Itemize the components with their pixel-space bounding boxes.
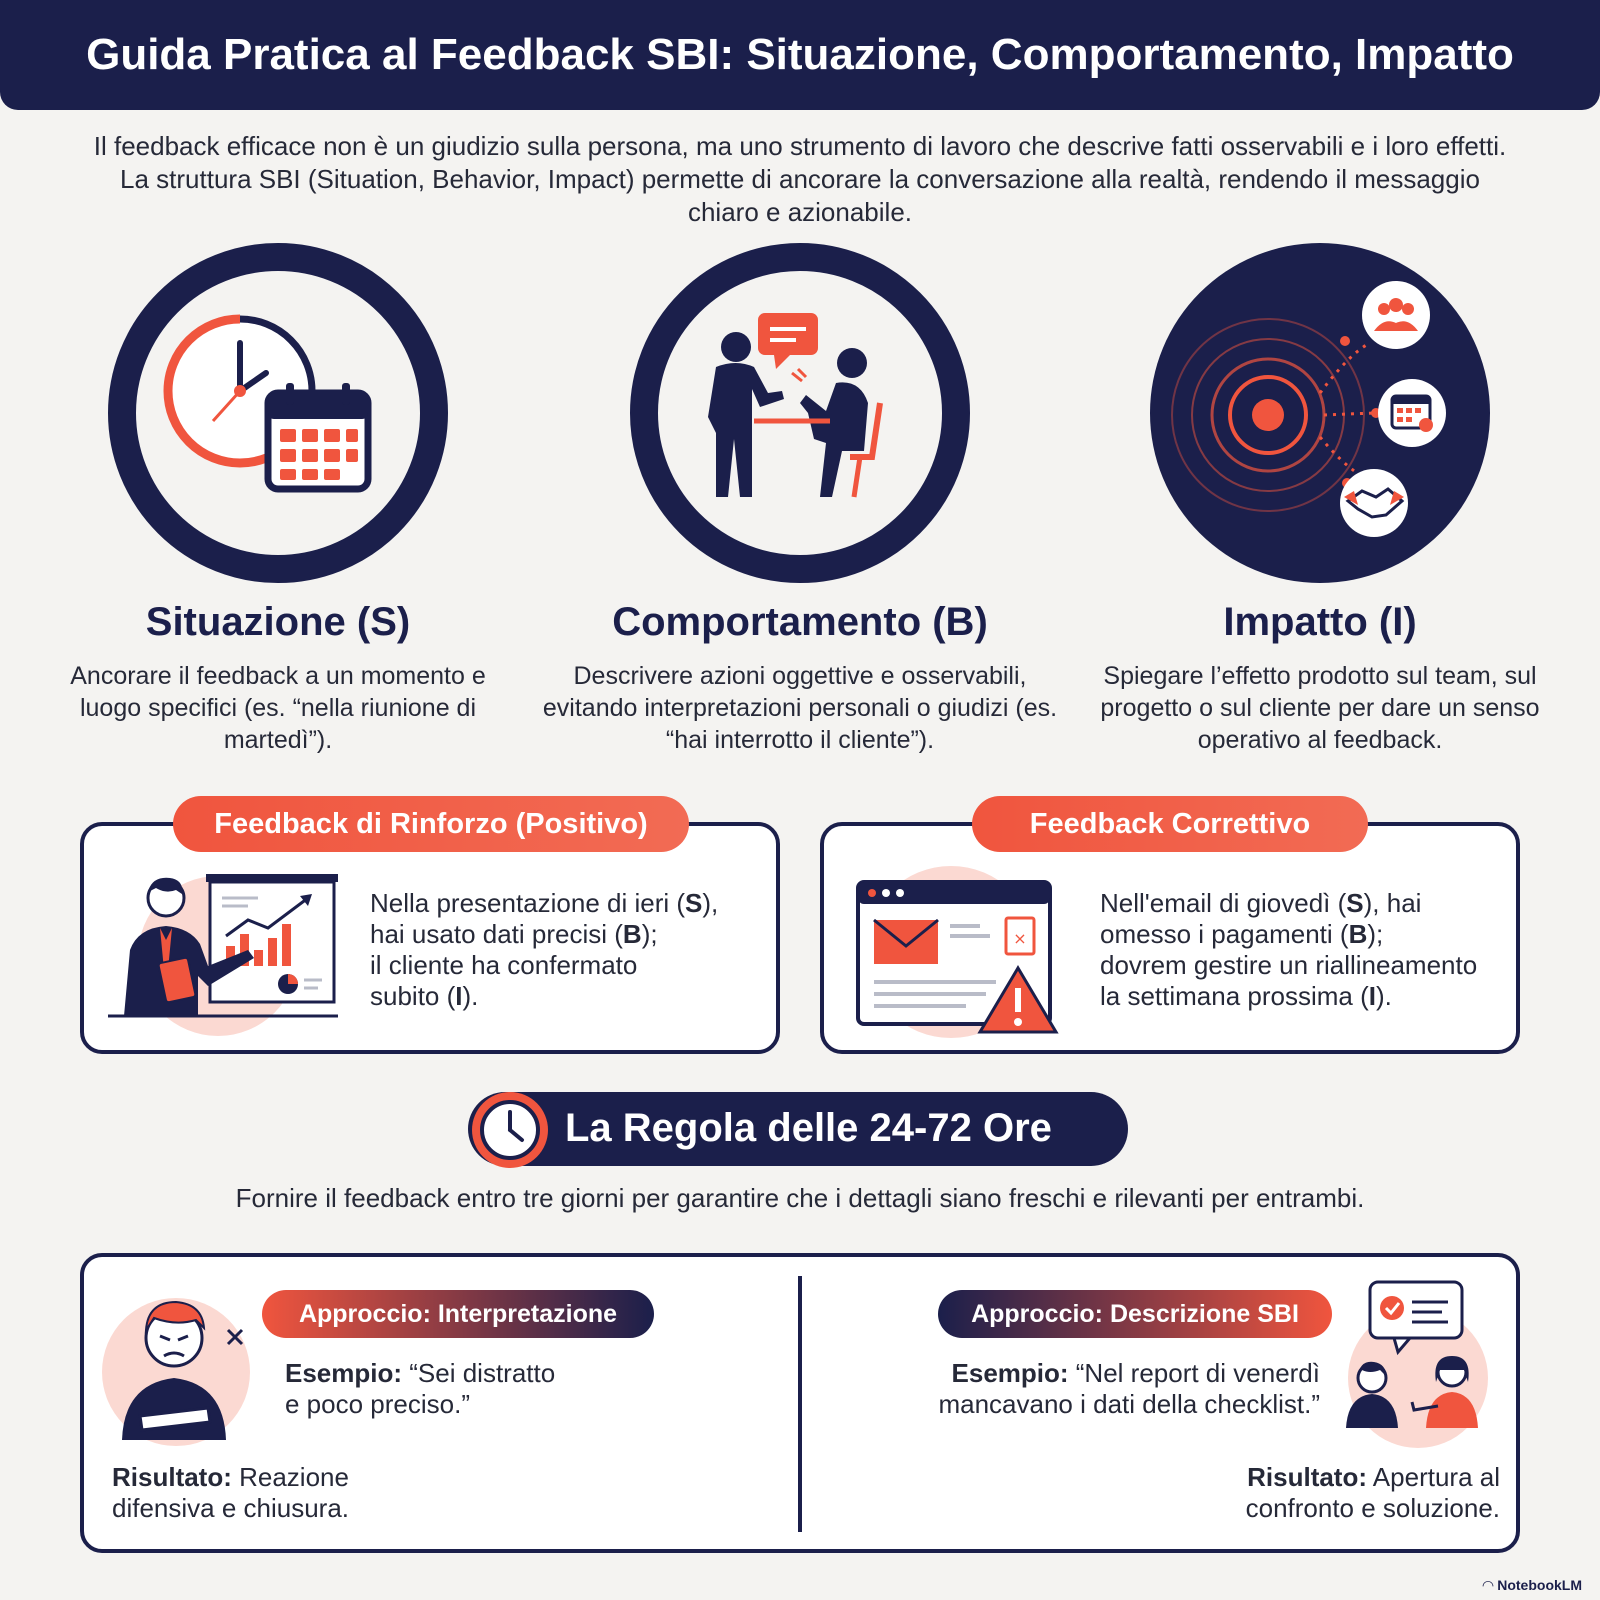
sbi-result: Risultato: Apertura al confronto e soluz… [1245,1462,1500,1523]
rule-banner [468,1092,1128,1166]
interpretation-result: Risultato: Reazione difensiva e chiusura… [112,1462,350,1523]
frustrated-person-icon [102,1298,250,1446]
rule-title: La Regola delle 24-72 Ore [565,1106,1052,1150]
corrective-feedback-text: Nell'email di giovedì (S), hai omesso i … [1100,888,1478,1011]
clock-icon [472,1092,548,1168]
impact-text: Spiegare l’effetto prodotto sul team, su… [1100,662,1540,754]
sbi-example: Esempio: “Nel report di venerdì mancavan… [938,1358,1320,1419]
dialogue-people-icon [1346,1280,1488,1448]
interpretation-example: Esempio: “Sei distratto e poco preciso.” [285,1358,556,1419]
interpretation-approach-tag: Approccio: Interpretazione [262,1290,654,1338]
clock-calendar-icon [163,314,372,493]
positive-feedback-text: Nella presentazione di ieri (S), hai usa… [370,888,719,1011]
conversation-icon [708,313,883,498]
notebooklm-watermark: ◠ NotebookLM [1482,1577,1582,1593]
impact-title: Impatto (I) [1223,600,1417,644]
svg-text:×: × [1013,929,1026,948]
ripple-target-icon [1171,281,1446,537]
corrective-feedback-tag: Feedback Correttivo [972,796,1368,852]
notebooklm-logo-icon: ◠ [1482,1577,1498,1593]
situation-text: Ancorare il feedback a un momento e luog… [70,662,486,754]
header-bar: Guida Pratica al Feedback SBI: Situazion… [0,0,1600,110]
rule-text: Fornire il feedback entro tre giorni per… [235,1183,1365,1213]
situation-title: Situazione (S) [145,600,411,644]
presenter-chart-icon [108,874,338,1036]
email-warning-icon: × [856,866,1059,1038]
comparison-divider [798,1276,802,1532]
sbi-approach-tag: Approccio: Descrizione SBI [938,1290,1332,1338]
behavior-title: Comportamento (B) [612,600,988,644]
intro-text: Il feedback efficace non è un giudizio s… [93,131,1507,227]
behavior-text: Descrivere azioni oggettive e osservabil… [542,662,1058,754]
page-title: Guida Pratica al Feedback SBI: Situazion… [86,30,1514,79]
positive-feedback-tag: Feedback di Rinforzo (Positivo) [173,796,689,852]
